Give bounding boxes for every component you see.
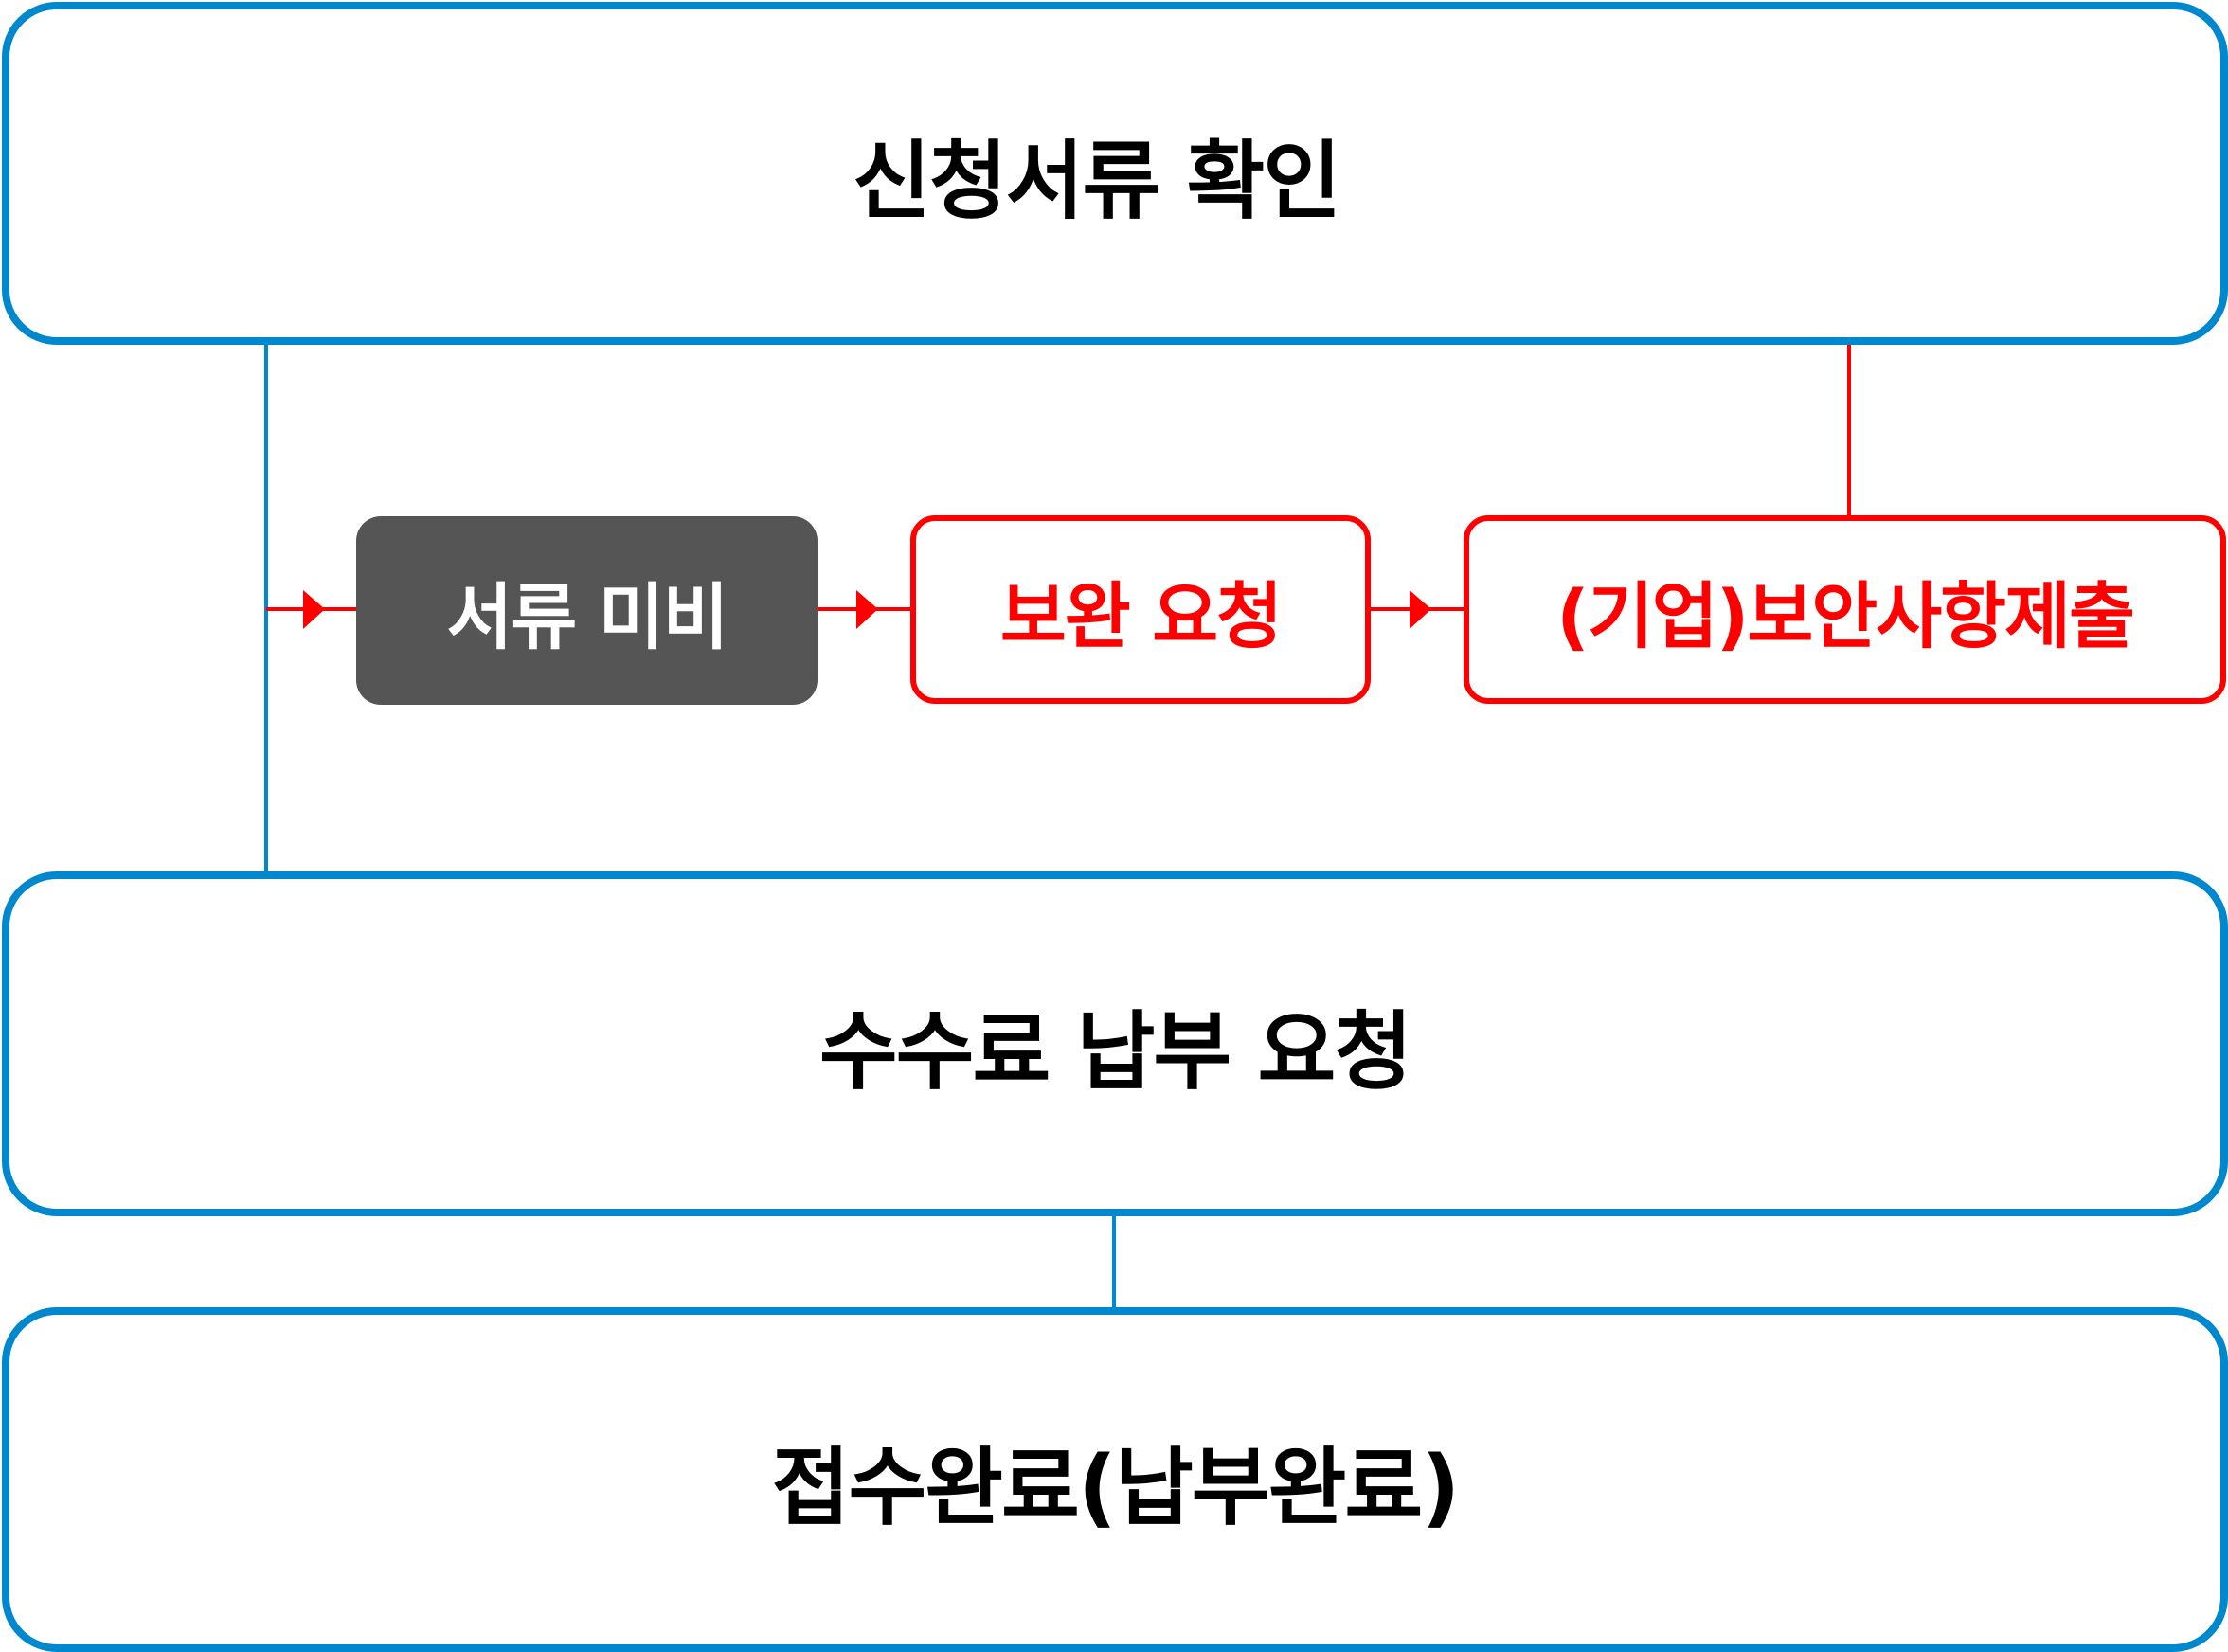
stage-fee-payment-request-label: 수수료 납부 요청: [818, 1002, 1412, 1102]
stage-receipt-complete-label: 접수완료(납부완료): [771, 1438, 1461, 1537]
step-documents-deficient: 서류 미비: [356, 516, 818, 705]
step-documents-deficient-label: 서류 미비: [446, 574, 728, 659]
stage-receipt-complete: 접수완료(납부완료): [2, 1307, 2228, 1652]
step-supplement-request: 보완 요청: [910, 515, 1371, 704]
arrowhead-right-icon: [1410, 590, 1431, 629]
arrowhead-right-icon: [303, 590, 325, 629]
step-company-supplement-submission-label: (기업)보안사항제출: [1556, 573, 2135, 658]
stage-document-review: 신청서류 확인: [2, 2, 2228, 345]
arrowhead-right-icon: [856, 590, 878, 629]
step-company-supplement-submission: (기업)보안사항제출: [1464, 515, 2226, 704]
stage-document-review-label: 신청서류 확인: [852, 132, 1341, 231]
stage-fee-payment-request: 수수료 납부 요청: [2, 871, 2228, 1216]
step-supplement-request-label: 보완 요청: [999, 573, 1283, 658]
